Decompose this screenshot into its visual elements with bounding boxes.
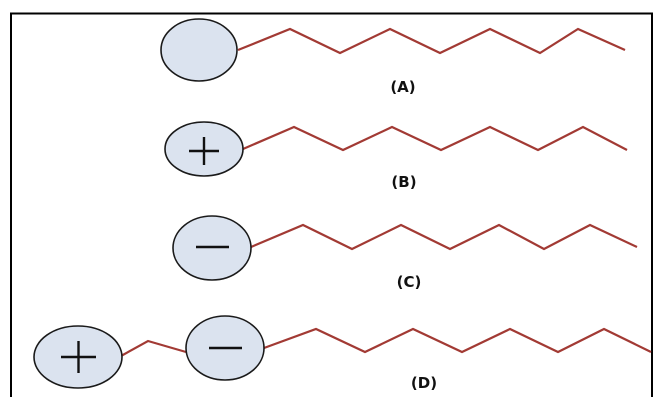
linker-d [120, 339, 187, 357]
plus-icon [189, 137, 219, 165]
hydrocarbon-tail-c [250, 223, 638, 251]
label-c: (C) [397, 273, 422, 291]
molecule-d: (D) [33, 315, 652, 392]
molecule-c: (C) [172, 215, 638, 291]
molecule-a: (A) [160, 18, 626, 96]
neutral-head-a [160, 18, 238, 82]
plus-icon [61, 341, 96, 373]
hydrocarbon-tail-a [237, 27, 626, 55]
molecule-b: (B) [164, 121, 628, 191]
hydrocarbon-tail-b [242, 125, 628, 152]
label-a: (A) [390, 78, 415, 96]
hydrocarbon-tail-d [263, 327, 652, 354]
label-b: (B) [391, 173, 416, 191]
label-d: (D) [411, 374, 437, 392]
